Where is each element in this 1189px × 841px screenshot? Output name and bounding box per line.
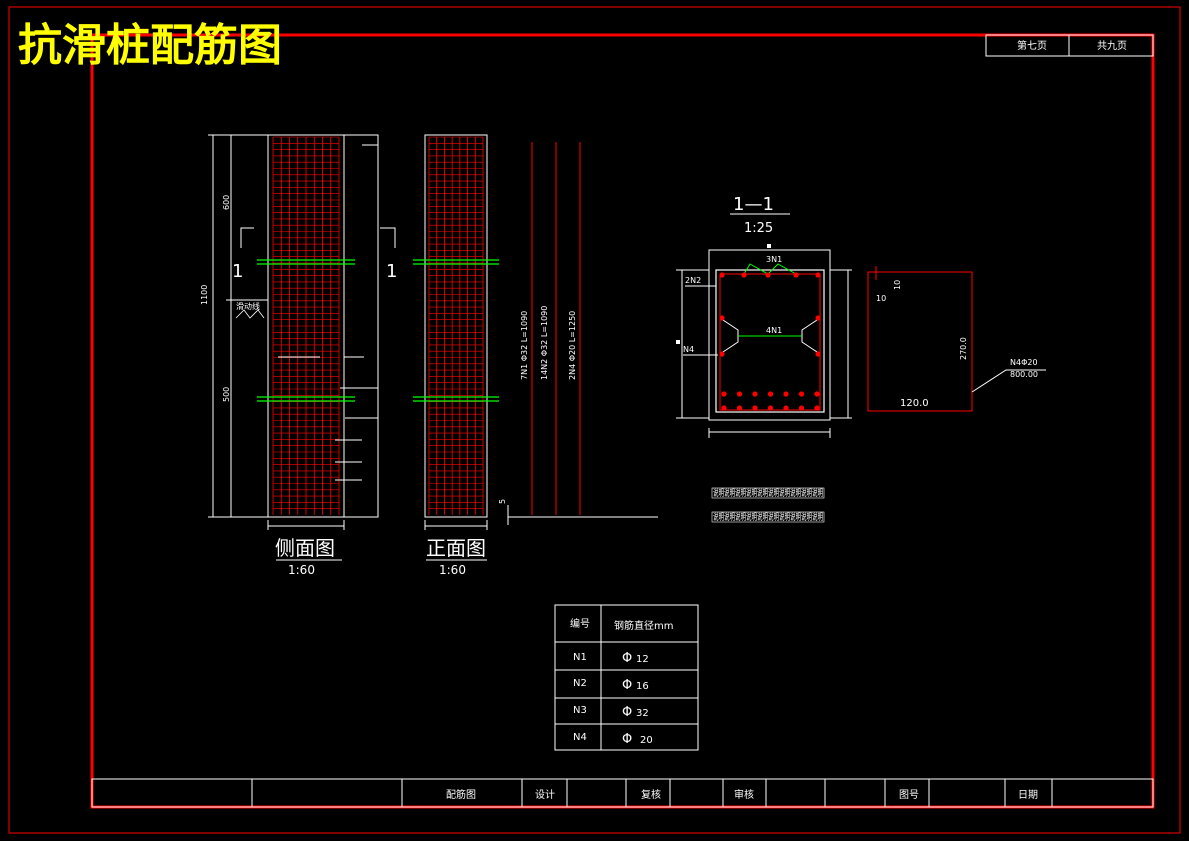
n4-label-1: N4Φ20 bbox=[1010, 358, 1038, 367]
table-header-dia: 钢筋直径mm bbox=[614, 619, 673, 632]
side-dim-bottom: 500 bbox=[222, 387, 231, 402]
side-view-label: 侧面图 bbox=[275, 536, 335, 560]
page-current: 第七页 bbox=[1017, 39, 1047, 52]
table-row-id: N1 bbox=[573, 652, 587, 663]
section-title: 1—1 bbox=[733, 194, 774, 215]
diameter-symbol-icon: Φ bbox=[622, 651, 632, 666]
rebar-dot bbox=[783, 391, 789, 397]
rebar-dot bbox=[767, 391, 774, 397]
diameter-symbol-icon: Φ bbox=[622, 705, 632, 720]
rebar-details: 5 7N1 Φ32 L=1090 14N2 Φ32 L=1090 2N4 Φ20… bbox=[498, 142, 658, 525]
section-1-1: 1—1 1:25 3N1 2N2 4N1 N4 bbox=[676, 194, 852, 438]
table-header-id: 编号 bbox=[570, 617, 590, 630]
table-row: N4 Φ 20 bbox=[573, 732, 653, 747]
table-row-dia: 16 bbox=[636, 681, 649, 692]
front-view-label: 正面图 bbox=[426, 536, 486, 560]
table-row-dia: 20 bbox=[640, 735, 653, 746]
rebar-dot bbox=[815, 315, 821, 321]
rebar-dot bbox=[814, 405, 820, 411]
drawing-title: 抗滑桩配筋图 bbox=[18, 20, 282, 71]
slide-line-label: 滑动线 bbox=[236, 301, 260, 311]
rebar-dot bbox=[736, 391, 743, 397]
n4-dim-left: 10 bbox=[876, 294, 886, 303]
side-view: 1100 600 500 1 1 滑动线 侧面图 1:60 bbox=[200, 134, 397, 577]
rebar-dot bbox=[815, 351, 821, 357]
rebar-dot bbox=[765, 272, 771, 278]
rebar-dot bbox=[783, 405, 789, 411]
front-rebar-grid bbox=[413, 136, 499, 515]
front-view-scale: 1:60 bbox=[439, 563, 466, 577]
tb-approve: 审核 bbox=[734, 788, 754, 801]
table-row-id: N4 bbox=[573, 732, 587, 743]
rebar-label-3: 2N4 Φ20 L=1250 bbox=[568, 311, 577, 380]
rebar-dot bbox=[815, 272, 821, 278]
table-row: N3 Φ 32 bbox=[573, 705, 649, 720]
page-total: 共九页 bbox=[1097, 40, 1127, 52]
tb-number: 图号 bbox=[899, 789, 919, 801]
rebar-dot bbox=[719, 351, 725, 357]
section-scale: 1:25 bbox=[744, 221, 773, 236]
diameter-symbol-icon: Φ bbox=[622, 732, 632, 747]
tb-review: 复核 bbox=[641, 788, 661, 801]
section-mark-right: 1 bbox=[386, 261, 397, 282]
rebar-dot bbox=[741, 272, 747, 278]
rebar-dot bbox=[719, 272, 725, 278]
diameter-symbol-icon: Φ bbox=[622, 678, 632, 693]
notes: 说明说明说明说明说明说明说明说明说明说明 说明说明说明说明说明说明说明说明说明说… bbox=[711, 487, 825, 523]
rebar-dot bbox=[798, 405, 805, 411]
rebar-label-2: 14N2 Φ32 L=1090 bbox=[540, 306, 549, 380]
rebar-dot bbox=[721, 405, 727, 411]
side-rebar-grid bbox=[257, 136, 355, 515]
rebar-dot bbox=[752, 391, 758, 397]
section-4n1: 4N1 bbox=[766, 326, 782, 335]
table-row-dia: 12 bbox=[636, 654, 649, 665]
rebar-table: 编号 钢筋直径mm N1 Φ 12 N2 Φ 16 N3 Φ 32 N4 Φ 2… bbox=[554, 604, 699, 751]
table-row-dia: 32 bbox=[636, 708, 649, 719]
section-3n1: 3N1 bbox=[766, 255, 782, 264]
side-dim-total: 1100 bbox=[200, 285, 209, 305]
section-2n2: 2N2 bbox=[685, 276, 701, 285]
n4-dim-width: 120.0 bbox=[900, 398, 929, 409]
section-rebar-dots bbox=[719, 272, 821, 411]
tb-drawing: 配筋图 bbox=[446, 788, 476, 801]
side-dim-top: 600 bbox=[222, 195, 231, 210]
side-view-scale: 1:60 bbox=[288, 563, 315, 577]
section-mark-left: 1 bbox=[232, 261, 243, 282]
rebar-dot bbox=[736, 405, 743, 411]
rebar-label-1: 7N1 Φ32 L=1090 bbox=[520, 311, 529, 380]
tb-date: 日期 bbox=[1018, 789, 1038, 801]
front-view: 正面图 1:60 bbox=[413, 134, 499, 577]
rebar-side-dim: 5 bbox=[498, 499, 507, 504]
rebar-dot bbox=[798, 391, 805, 397]
rebar-dot bbox=[793, 272, 799, 278]
outer-frame bbox=[8, 6, 1181, 834]
section-n4: N4 bbox=[683, 345, 694, 354]
rebar-dot bbox=[719, 315, 725, 321]
n4-dim-height: 270.0 bbox=[959, 337, 968, 360]
table-row: N1 Φ 12 bbox=[573, 651, 649, 666]
title-block: 配筋图 设计 复核 审核 图号 日期 bbox=[91, 778, 1154, 808]
table-row-id: N3 bbox=[573, 705, 587, 716]
rebar-dot bbox=[752, 405, 758, 411]
n4-label-2: 800.00 bbox=[1010, 370, 1038, 379]
note-2: 说明说明说明说明说明说明说明说明说明说明 bbox=[713, 511, 823, 523]
n4-dim-top: 10 bbox=[893, 280, 902, 290]
table-row-id: N2 bbox=[573, 678, 587, 689]
tb-design: 设计 bbox=[535, 788, 555, 801]
rebar-dot bbox=[814, 391, 820, 397]
rebar-dot bbox=[721, 391, 727, 397]
n4-detail: 10 10 270.0 120.0 N4Φ20 800.00 bbox=[867, 266, 1046, 412]
note-1: 说明说明说明说明说明说明说明说明说明说明 bbox=[713, 487, 823, 499]
rebar-dot bbox=[767, 405, 774, 411]
table-row: N2 Φ 16 bbox=[573, 678, 649, 693]
page-info: 第七页 共九页 bbox=[985, 34, 1154, 57]
